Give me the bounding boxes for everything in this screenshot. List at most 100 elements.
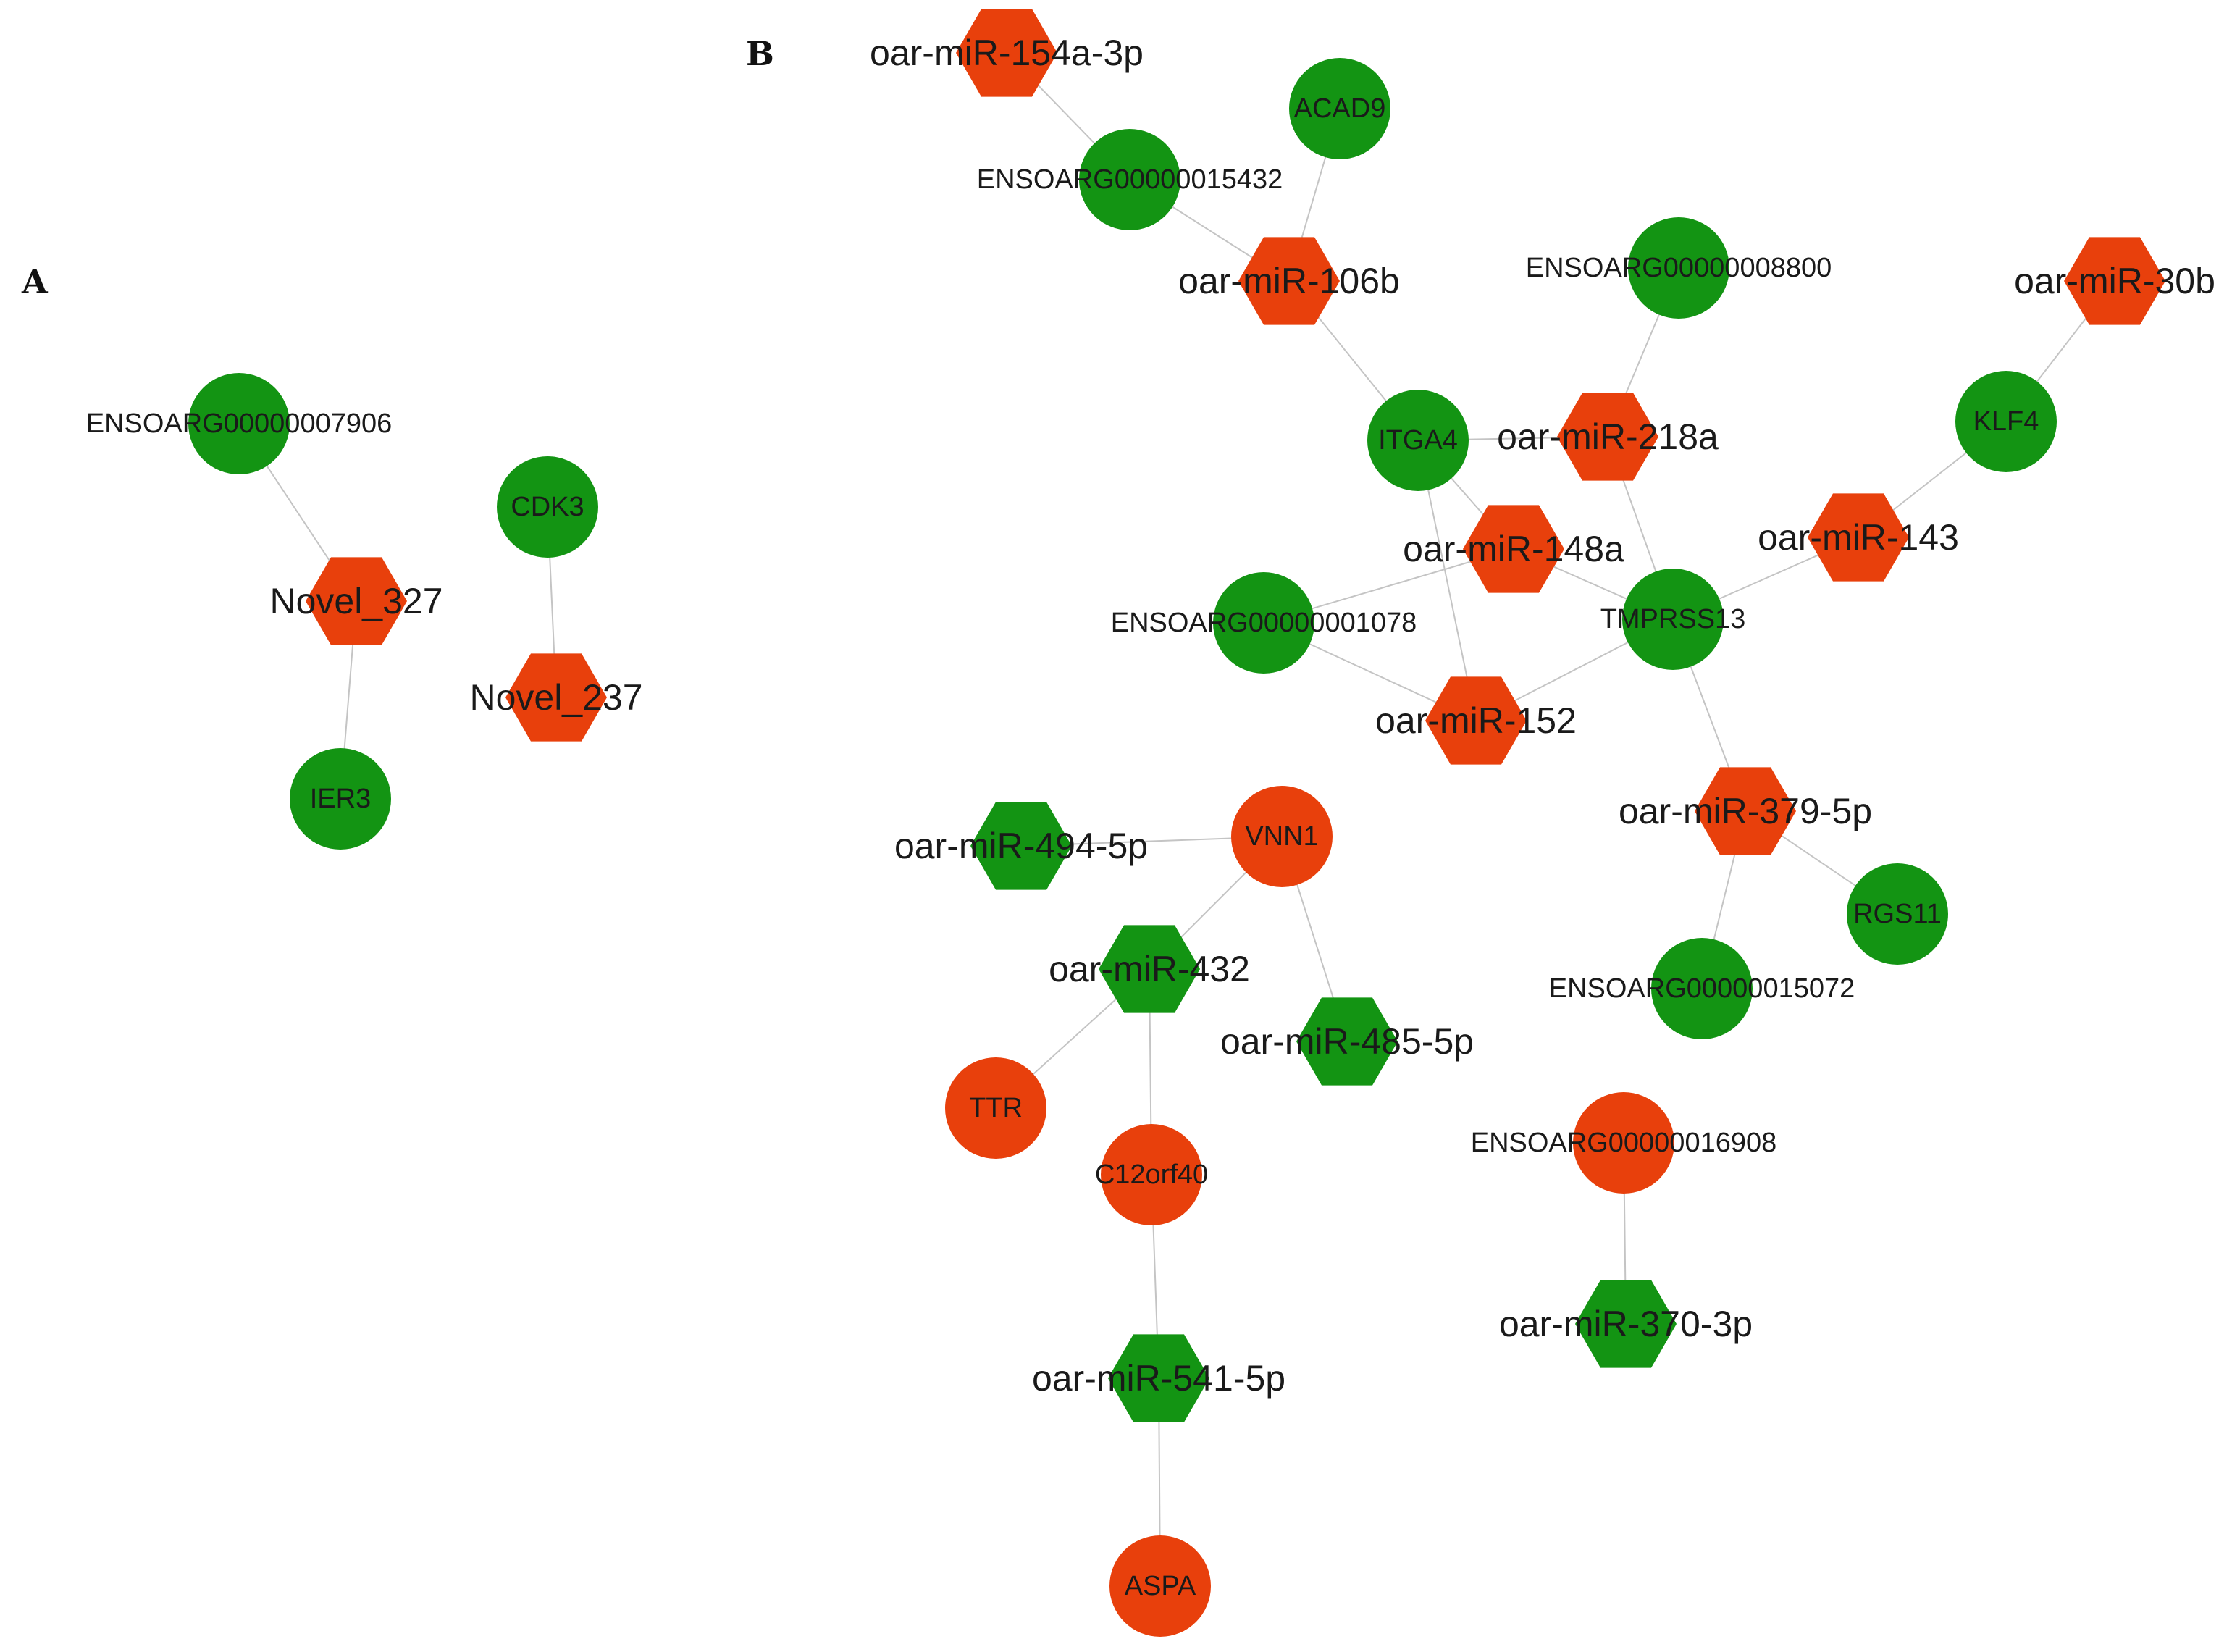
- circle-node-shape: [1101, 1124, 1202, 1225]
- node-mir541: oar-miR-541-5p: [1032, 1334, 1285, 1422]
- node-mir379: oar-miR-379-5p: [1619, 767, 1872, 855]
- node-label-mir143: oar-miR-143: [1758, 517, 1959, 558]
- node-label-ensoarg7906: ENSOARG00000007906: [86, 408, 393, 439]
- circle-node-shape: [188, 373, 290, 474]
- node-label-acad9: ACAD9: [1294, 93, 1386, 124]
- hexagon-node-shape: [1296, 997, 1398, 1086]
- node-label-ensoarg15072: ENSOARG00000015072: [1549, 973, 1855, 1004]
- circle-node-shape: [1955, 371, 2057, 472]
- hexagon-node-shape: [1099, 925, 1200, 1013]
- node-itga4: ITGA4: [1367, 390, 1469, 491]
- node-label-aspa: ASPA: [1125, 1571, 1196, 1601]
- node-mir30b: oar-miR-30b: [2014, 237, 2215, 325]
- node-label-vnn1: VNN1: [1245, 821, 1318, 852]
- node-label-mir370: oar-miR-370-3p: [1499, 1304, 1753, 1344]
- node-ier3: IER3: [290, 748, 391, 850]
- circle-node-shape: [945, 1057, 1046, 1159]
- node-label-mir432: oar-miR-432: [1049, 949, 1250, 989]
- node-novel327: Novel_327: [269, 557, 443, 645]
- node-label-c12orf40: C12orf40: [1095, 1160, 1208, 1190]
- circle-node-shape: [1289, 58, 1390, 159]
- node-label-ensoarg1078: ENSOARG00000001078: [1111, 608, 1417, 638]
- node-mir143: oar-miR-143: [1758, 493, 1959, 582]
- node-label-ensoarg16908: ENSOARG00000016908: [1471, 1128, 1777, 1158]
- node-mir106b: oar-miR-106b: [1178, 237, 1400, 325]
- node-ensoarg7906: ENSOARG00000007906: [86, 373, 393, 474]
- node-label-mir154a: oar-miR-154a-3p: [870, 33, 1144, 73]
- hexagon-node-shape: [505, 653, 607, 742]
- node-ensoarg15072: ENSOARG00000015072: [1549, 938, 1855, 1039]
- node-mir218a: oar-miR-218a: [1497, 393, 1719, 481]
- node-mir494: oar-miR-494-5p: [894, 802, 1148, 890]
- node-label-mir218a: oar-miR-218a: [1497, 416, 1719, 457]
- circle-node-shape: [1573, 1092, 1674, 1194]
- node-label-ttr: TTR: [969, 1093, 1023, 1123]
- node-rgs11: RGS11: [1847, 863, 1948, 965]
- node-label-itga4: ITGA4: [1378, 425, 1458, 456]
- circle-node-shape: [1847, 863, 1948, 965]
- hexagon-node-shape: [1238, 237, 1340, 325]
- node-vnn1: VNN1: [1231, 786, 1333, 887]
- node-label-mir148a: oar-miR-148a: [1403, 529, 1624, 569]
- node-label-novel327: Novel_327: [269, 581, 442, 621]
- node-label-mir494: oar-miR-494-5p: [894, 826, 1148, 866]
- node-mir154a: oar-miR-154a-3p: [870, 9, 1144, 97]
- circle-node-shape: [1213, 572, 1314, 674]
- hexagon-node-shape: [306, 557, 407, 645]
- node-label-rgs11: RGS11: [1853, 899, 1942, 929]
- panel-label-layer: A B: [21, 34, 774, 301]
- hexagon-node-shape: [1108, 1334, 1209, 1422]
- circle-node-shape: [1109, 1535, 1211, 1637]
- circle-node-shape: [290, 748, 391, 850]
- circle-node-shape: [1622, 569, 1724, 670]
- circle-node-shape: [497, 456, 598, 558]
- node-label-mir106b: oar-miR-106b: [1178, 261, 1400, 301]
- circle-node-shape: [1367, 390, 1469, 491]
- hexagon-node-shape: [956, 9, 1057, 97]
- node-label-novel237: Novel_237: [469, 677, 642, 718]
- node-cdk3: CDK3: [497, 456, 598, 558]
- hexagon-node-shape: [1808, 493, 1909, 582]
- node-label-mir379: oar-miR-379-5p: [1619, 791, 1872, 831]
- node-label-mir485: oar-miR-485-5p: [1220, 1021, 1474, 1062]
- node-aspa: ASPA: [1109, 1535, 1211, 1637]
- node-ensoarg8800: ENSOARG00000008800: [1526, 217, 1832, 319]
- hexagon-node-shape: [1463, 505, 1564, 593]
- panel-label-b: B: [746, 34, 774, 73]
- circle-node-shape: [1651, 938, 1753, 1039]
- hexagon-node-shape: [1425, 676, 1527, 765]
- node-ensoarg16908: ENSOARG00000016908: [1471, 1092, 1777, 1194]
- node-label-tmprss13: TMPRSS13: [1600, 604, 1746, 634]
- node-mir370: oar-miR-370-3p: [1499, 1280, 1753, 1368]
- node-acad9: ACAD9: [1289, 58, 1390, 159]
- hexagon-node-shape: [1557, 393, 1658, 481]
- node-label-ier3: IER3: [310, 784, 371, 814]
- node-label-mir30b: oar-miR-30b: [2014, 261, 2215, 301]
- node-label-klf4: KLF4: [1973, 406, 2039, 437]
- node-tmprss13: TMPRSS13: [1600, 569, 1746, 670]
- node-mir152: oar-miR-152: [1375, 676, 1577, 765]
- circle-node-shape: [1079, 129, 1180, 230]
- node-ttr: TTR: [945, 1057, 1046, 1159]
- node-novel237: Novel_237: [469, 653, 643, 742]
- node-ensoarg1078: ENSOARG00000001078: [1111, 572, 1417, 674]
- panel-label-a: A: [21, 262, 49, 301]
- circle-node-shape: [1628, 217, 1729, 319]
- node-ensoarg15432: ENSOARG00000015432: [977, 129, 1283, 230]
- circle-node-shape: [1231, 786, 1333, 887]
- node-klf4: KLF4: [1955, 371, 2057, 472]
- node-label-mir541: oar-miR-541-5p: [1032, 1358, 1285, 1399]
- node-c12orf40: C12orf40: [1095, 1124, 1208, 1225]
- node-mir485: oar-miR-485-5p: [1220, 997, 1474, 1086]
- hexagon-node-shape: [970, 802, 1072, 890]
- hexagon-node-shape: [1695, 767, 1796, 855]
- node-label-cdk3: CDK3: [511, 492, 584, 522]
- hexagon-node-shape: [2064, 237, 2165, 325]
- node-mir432: oar-miR-432: [1049, 925, 1250, 1013]
- node-label-ensoarg15432: ENSOARG00000015432: [977, 164, 1283, 195]
- node-mir148a: oar-miR-148a: [1403, 505, 1624, 593]
- hexagon-node-shape: [1575, 1280, 1677, 1368]
- node-label-ensoarg8800: ENSOARG00000008800: [1526, 253, 1832, 283]
